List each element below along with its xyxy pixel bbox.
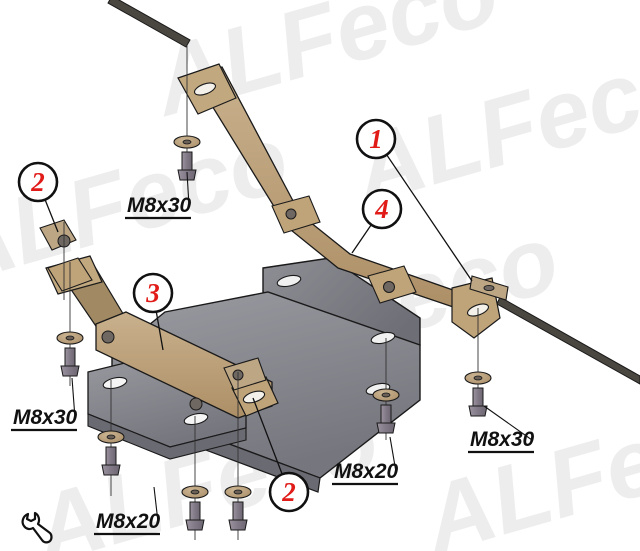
callout-leader-line [375,138,473,282]
label-m8x30-top: M8x30 [125,171,192,220]
fastener-m8x20-plate-right [372,338,400,440]
label-m8x20-bottom-left: M8x20 [94,486,161,536]
label-m8x30-left: M8x30 [11,377,78,432]
fastener-m8x20-center-left [181,416,209,540]
callout-number: 1 [369,124,383,154]
fastener-label-text: M8x30 [127,194,192,217]
callout-circle[interactable] [132,272,174,314]
mounting-rail-rod-upper [107,0,191,48]
label-m8x20-center: M8x20 [332,436,399,486]
fastener-label-text: M8x30 [470,428,535,451]
callout-2-mid[interactable]: 2 [252,397,310,513]
callout-4[interactable]: 4 [351,188,403,254]
fastener-m8x30-top [173,44,201,181]
fastener-m8x30-left [56,262,84,386]
angled-arm-bracket [177,63,509,339]
fastener-m8x20-center [224,372,252,540]
callout-circle[interactable] [355,118,397,160]
label-leader-line [71,377,76,419]
callout-3[interactable]: 3 [132,272,174,351]
callout-1[interactable]: 1 [355,118,473,282]
wrench-icon [21,511,53,544]
fastener-label-text: M8x20 [96,510,161,533]
fastener-m8x30-right [464,308,492,417]
fastener-m8x20-bottom-left [97,380,125,496]
callout-number: 4 [374,194,389,224]
fastener-label-text: M8x30 [13,406,78,429]
label-leader-line [186,171,190,207]
label-leader-line [483,405,533,441]
small-nut-tab-upper [39,219,93,292]
callout-layer: 1 2 4 3 2 [17,118,473,513]
callout-number: 2 [30,167,45,197]
callout-2-left[interactable]: 2 [17,161,59,233]
callout-number: 2 [281,477,296,507]
label-leader-line [389,436,397,473]
callout-circle[interactable] [268,471,310,513]
callout-circle[interactable] [17,161,59,203]
label-leader-line [153,486,159,523]
mounting-rail-rod-lower [496,296,640,385]
callout-number: 3 [145,278,160,308]
callout-circle[interactable] [361,188,403,230]
label-m8x30-right: M8x30 [468,405,535,454]
fastener-label-text: M8x20 [334,460,399,483]
